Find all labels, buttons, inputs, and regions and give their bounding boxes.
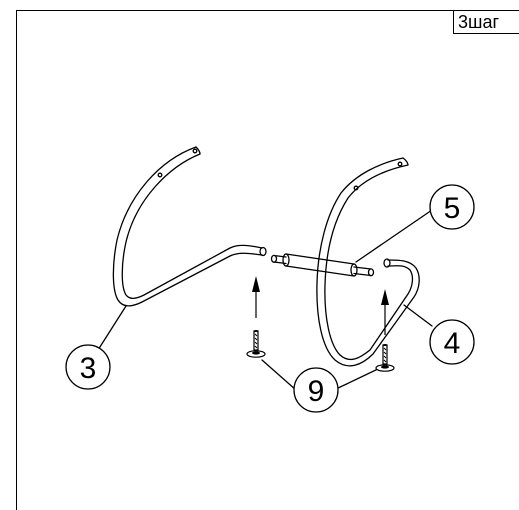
screw-icon (375, 344, 395, 372)
callout-4-label: 4 (444, 327, 461, 360)
part-4-tube (316, 157, 420, 367)
leader-line-9-left (261, 359, 297, 391)
callout-9: 9 (293, 367, 339, 413)
callout-3-label: 3 (80, 352, 97, 385)
arrow-up-icon (381, 289, 389, 335)
callout-9-label: 9 (308, 375, 325, 408)
leader-line-5 (355, 209, 433, 263)
callout-5: 5 (429, 184, 475, 230)
diagram-frame (16, 10, 519, 510)
screw-icon (246, 330, 266, 358)
callout-3: 3 (65, 344, 111, 390)
assembly-diagram: 3 5 4 9 (65, 146, 475, 413)
leader-line-3 (97, 305, 127, 351)
callout-5-label: 5 (444, 192, 461, 225)
part-3-tube (112, 146, 267, 307)
step-label: 3шаг (453, 10, 519, 34)
part-5-connector (270, 253, 375, 277)
leader-line-9-right (333, 367, 381, 391)
callout-4: 4 (429, 319, 475, 365)
arrow-up-icon (252, 276, 260, 318)
leader-line-4 (403, 304, 433, 327)
